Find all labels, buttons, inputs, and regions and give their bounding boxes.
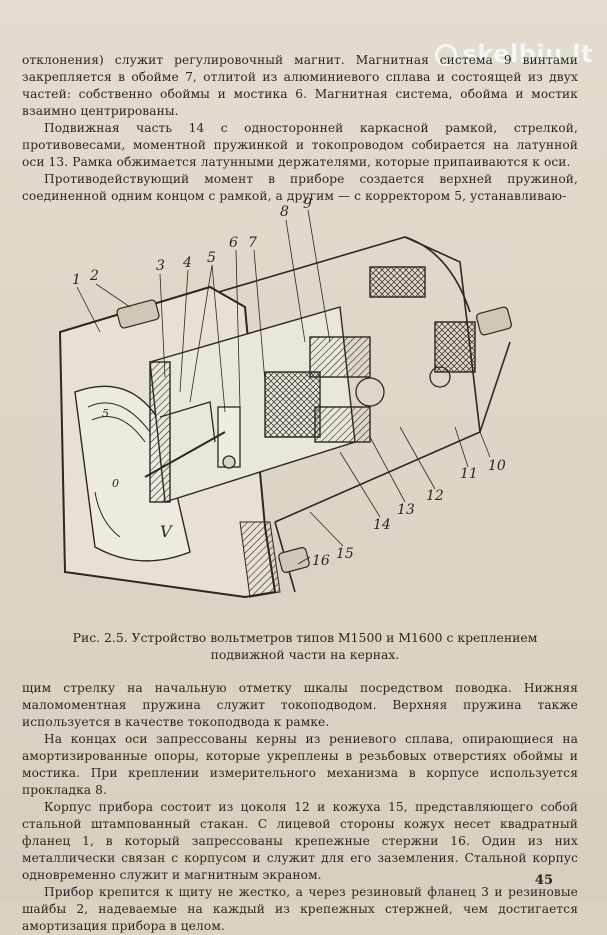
watermark-text: skelbiu.lt bbox=[462, 40, 593, 68]
figure-labels: 1 2 3 4 5 6 7 8 9 10 11 12 13 14 15 16 5… bbox=[72, 196, 506, 569]
label-8: 8 bbox=[280, 204, 289, 220]
label-3: 3 bbox=[156, 258, 165, 274]
label-1: 1 bbox=[72, 272, 81, 288]
label-6: 6 bbox=[229, 235, 238, 251]
cutaway-section bbox=[149, 266, 476, 503]
label-9: 9 bbox=[303, 196, 312, 212]
pointer-mechanism bbox=[144, 366, 451, 478]
paragraph: отклонения) служит регулировочный магнит… bbox=[22, 53, 578, 118]
technical-drawing: 1 2 3 4 5 6 7 8 9 10 11 12 13 14 15 16 5… bbox=[40, 192, 560, 612]
housing bbox=[99, 236, 511, 593]
figure-caption: Рис. 2.5. Устройство вольтметров типов М… bbox=[72, 630, 538, 662]
label-2: 2 bbox=[89, 268, 99, 284]
dial-marking-5: 5 bbox=[102, 407, 109, 420]
scale-dial bbox=[87, 402, 151, 538]
paragraph: На концах оси запрессованы керны из рени… bbox=[22, 732, 578, 797]
label-12: 12 bbox=[426, 488, 444, 504]
dial-marking-0: 0 bbox=[112, 477, 119, 490]
label-14: 14 bbox=[373, 517, 391, 533]
label-16: 16 bbox=[312, 553, 330, 569]
paragraph: Корпус прибора состоит из цоколя 12 и ко… bbox=[22, 800, 578, 882]
label-7: 7 bbox=[248, 235, 257, 251]
label-10: 10 bbox=[488, 458, 506, 474]
page-number: 45 bbox=[534, 873, 553, 888]
paragraph: Прибор крепится к щиту не жестко, а чере… bbox=[22, 885, 578, 933]
mounting-studs bbox=[116, 299, 513, 573]
label-13: 13 bbox=[397, 502, 415, 518]
text-block-top: отклонения) служит регулировочный магнит… bbox=[22, 52, 578, 205]
text-block-bottom: щим стрелку на начальную отметку шкалы п… bbox=[22, 680, 578, 935]
dial-marking-v: V bbox=[160, 522, 173, 541]
paragraph: Подвижная часть 14 с односторонней карка… bbox=[22, 121, 578, 169]
paragraph: щим стрелку на начальную отметку шкалы п… bbox=[22, 681, 578, 729]
voltmeter-cutaway-drawing: 1 2 3 4 5 6 7 8 9 10 11 12 13 14 15 16 5… bbox=[58, 196, 513, 599]
label-15: 15 bbox=[336, 546, 354, 562]
watermark-logo-icon bbox=[434, 44, 457, 66]
watermark: skelbiu.lt bbox=[434, 40, 593, 68]
leader-lines bbox=[76, 209, 491, 565]
label-4: 4 bbox=[182, 255, 192, 271]
paragraph: Противодействующий момент в приборе созд… bbox=[22, 172, 578, 203]
label-11: 11 bbox=[460, 466, 478, 482]
label-5: 5 bbox=[207, 250, 216, 266]
